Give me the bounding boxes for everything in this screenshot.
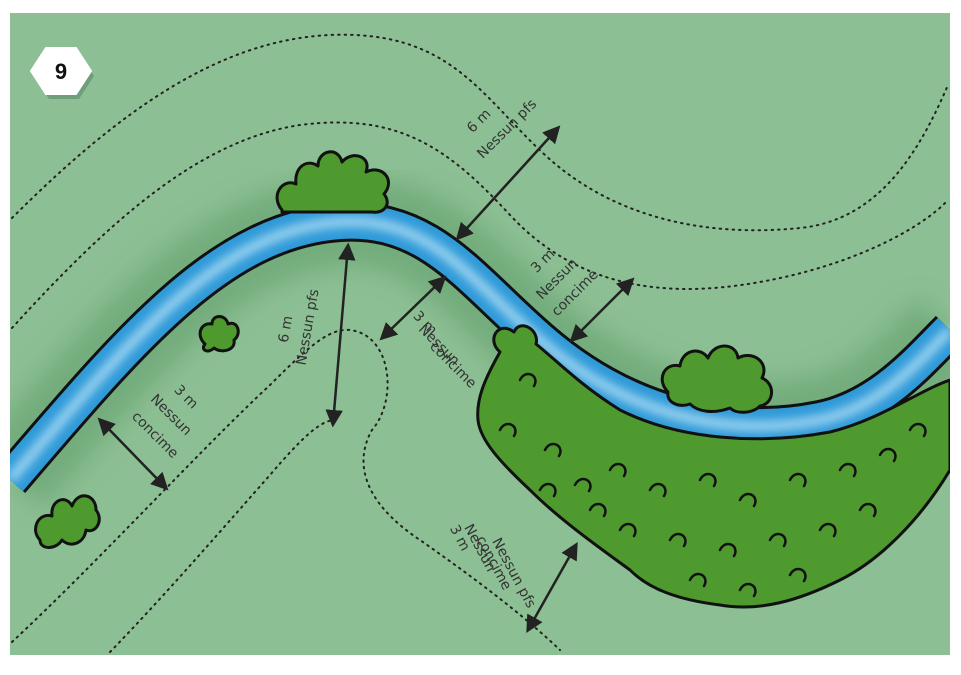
measurement-arrows (97, 125, 635, 634)
arrow-left-3m (97, 417, 169, 491)
inner-field-line-lower (109, 419, 336, 653)
bush-left (34, 494, 101, 549)
bush-small (198, 315, 240, 353)
bushes (34, 150, 950, 609)
bush-top (275, 150, 390, 214)
arrow-upper-3m (569, 277, 635, 343)
arrow-upper-6m (455, 125, 561, 241)
arrow-center-6m (325, 242, 356, 428)
bush-right-large (476, 324, 950, 609)
outer-field-line-mid (11, 121, 949, 329)
bush-right-upper (660, 344, 773, 414)
label-center-6m-distance: 6 m (276, 315, 296, 344)
step-number-badge: 9 (29, 47, 94, 99)
arrow-bottom-3m (526, 541, 578, 634)
arrow-center-3m (379, 275, 447, 341)
bush-scallops (498, 372, 927, 598)
badge-number: 9 (55, 59, 67, 84)
river-highlight (10, 217, 950, 483)
